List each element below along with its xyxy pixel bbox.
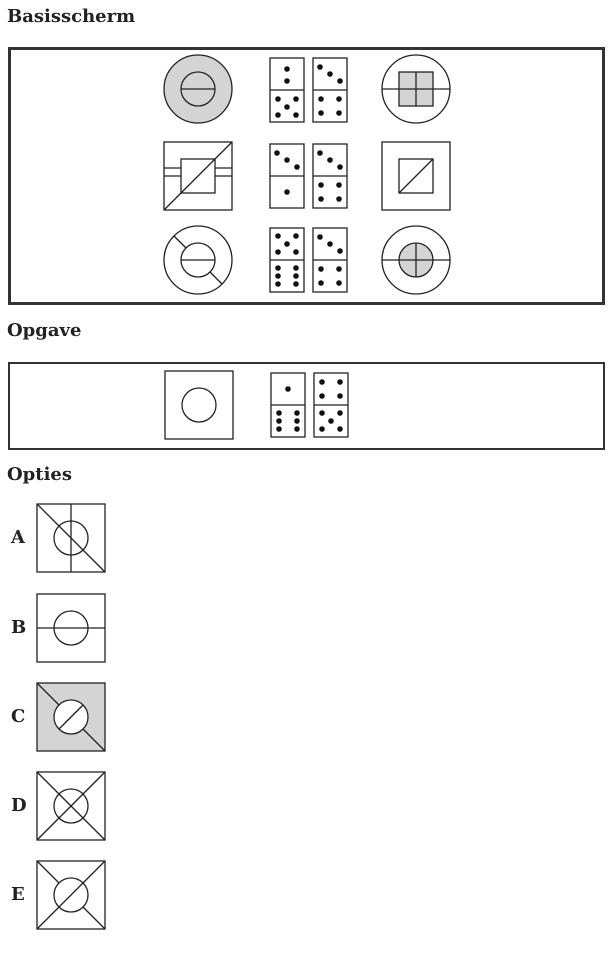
option-letter: D xyxy=(11,795,27,816)
options-heading: Opties xyxy=(7,464,73,485)
base-screen-figures xyxy=(163,54,451,295)
option-d-figure xyxy=(36,771,106,841)
option-e[interactable]: E xyxy=(0,860,120,932)
figure-square-diagonal-bar xyxy=(163,141,233,211)
figure-square-circle xyxy=(164,370,234,440)
option-a[interactable]: A xyxy=(0,503,120,575)
task-panel xyxy=(8,362,605,450)
option-letter: B xyxy=(11,617,27,638)
option-b-figure xyxy=(36,593,106,663)
domino-row-1 xyxy=(269,57,348,123)
domino-row-3 xyxy=(269,227,348,293)
option-d[interactable]: D xyxy=(0,771,120,843)
figure-circle-gray-square xyxy=(381,54,451,124)
option-letter: C xyxy=(11,706,26,727)
task-domino xyxy=(270,372,349,438)
base-screen-panel xyxy=(8,47,605,305)
option-b[interactable]: B xyxy=(0,593,120,665)
figure-gray-ring-circle xyxy=(163,54,233,124)
task-figures xyxy=(164,370,349,440)
option-a-figure xyxy=(36,503,106,573)
figure-square-inner-diagonal xyxy=(381,141,451,211)
domino-row-2 xyxy=(269,143,348,209)
task-heading: Opgave xyxy=(7,320,82,341)
base-screen-heading: Basisscherm xyxy=(7,6,136,27)
task-domino-pips xyxy=(276,379,343,432)
option-c-figure xyxy=(36,682,106,752)
option-letter: A xyxy=(11,527,25,548)
option-e-figure xyxy=(36,860,106,930)
figure-circle-gray-cross xyxy=(381,225,451,295)
figure-ring-spokes xyxy=(163,225,233,295)
option-letter: E xyxy=(11,884,25,905)
option-c[interactable]: C xyxy=(0,682,120,754)
domino-pips xyxy=(274,64,343,287)
